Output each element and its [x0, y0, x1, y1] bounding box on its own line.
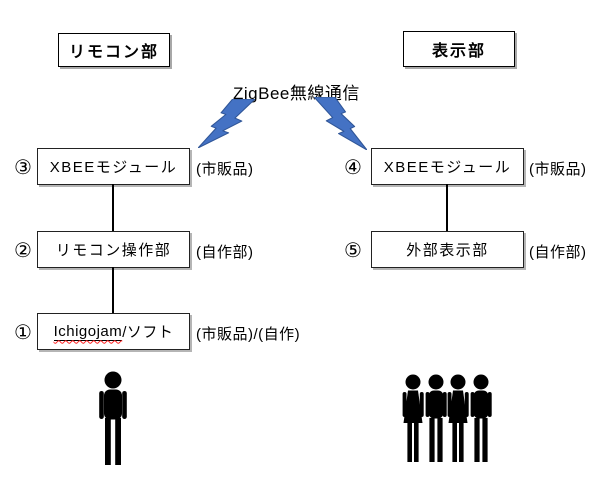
node-box-external-display: 外部表示部 — [371, 231, 524, 268]
node-label: XBEEモジュール — [383, 159, 512, 176]
node-note: (市販品) — [529, 161, 587, 178]
people-group-icon — [402, 374, 492, 462]
person-torso — [104, 389, 122, 420]
node-number-4: ④ — [344, 155, 362, 179]
node-box-xbee-right: XBEEモジュール — [371, 148, 524, 185]
woman-figure — [402, 374, 424, 462]
left-group-title-label: リモコン部 — [68, 44, 159, 61]
node-number-2: ② — [14, 238, 32, 262]
node-box-ichigojam: Ichigojam/ソフト — [37, 313, 190, 350]
person-leg — [115, 418, 121, 465]
man-figure — [425, 374, 447, 462]
person-head — [104, 371, 122, 389]
node-note: (市販品) — [196, 161, 254, 178]
person-arm — [99, 391, 104, 419]
lightning-bolt-left-shape — [198, 99, 255, 148]
connector-line — [446, 184, 448, 232]
node-note: (市販品)/(自作) — [196, 326, 301, 343]
node-note: (自作部) — [529, 244, 587, 261]
node-label-misspelled: Ichigojam — [53, 322, 123, 341]
node-label: 外部表示部 — [406, 242, 489, 259]
node-label-rest: /ソフト — [122, 324, 174, 341]
node-note: (自作部) — [196, 244, 254, 261]
right-group-title: 表示部 — [403, 31, 515, 67]
woman-figure — [447, 374, 469, 462]
lightning-bolt-icon — [314, 97, 367, 150]
node-number-5: ⑤ — [344, 238, 362, 262]
lightning-bolt-icon — [198, 99, 255, 148]
node-number-1: ① — [14, 320, 32, 344]
right-group-title-label: 表示部 — [431, 43, 486, 60]
man-figure — [470, 374, 492, 462]
person-icon — [99, 371, 127, 465]
person-arm — [122, 391, 127, 419]
node-box-xbee-left: XBEEモジュール — [37, 148, 190, 185]
left-group-title: リモコン部 — [58, 33, 170, 67]
node-box-remote-control: リモコン操作部 — [37, 231, 190, 268]
person-leg — [105, 418, 111, 465]
node-number-3: ③ — [14, 155, 32, 179]
connector-line — [112, 267, 114, 314]
lightning-bolt-right-shape — [314, 97, 367, 150]
node-label: リモコン操作部 — [55, 242, 172, 259]
connector-line — [112, 184, 114, 232]
node-label: XBEEモジュール — [49, 159, 178, 176]
